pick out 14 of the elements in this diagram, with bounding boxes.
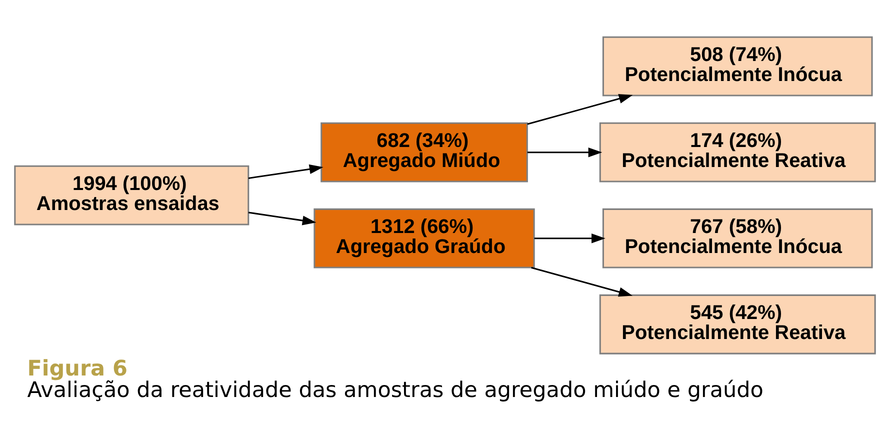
- node-box: 508 (74%) Potencialmente Inócua: [602, 36, 873, 96]
- node-box: 545 (42%) Potencialmente Reativa: [599, 294, 876, 354]
- node-box: 682 (34%) Agregado Miúdo: [320, 122, 528, 182]
- node-box: 767 (58%) Potencialmente Inócua: [602, 208, 873, 268]
- arrow: [527, 147, 602, 157]
- arrow: [527, 94, 633, 124]
- diagram-title: Figura 6: [27, 356, 128, 381]
- arrow: [248, 211, 316, 225]
- arrow: [531, 266, 633, 296]
- arrow: [534, 233, 606, 243]
- arrow: [248, 164, 324, 178]
- node-box: 174 (26%) Potencialmente Reativa: [599, 122, 876, 182]
- node-box: 1994 (100%) Amostras ensaidas: [14, 164, 250, 225]
- node-box: 1312 (66%) Agregado Graúdo: [314, 208, 535, 268]
